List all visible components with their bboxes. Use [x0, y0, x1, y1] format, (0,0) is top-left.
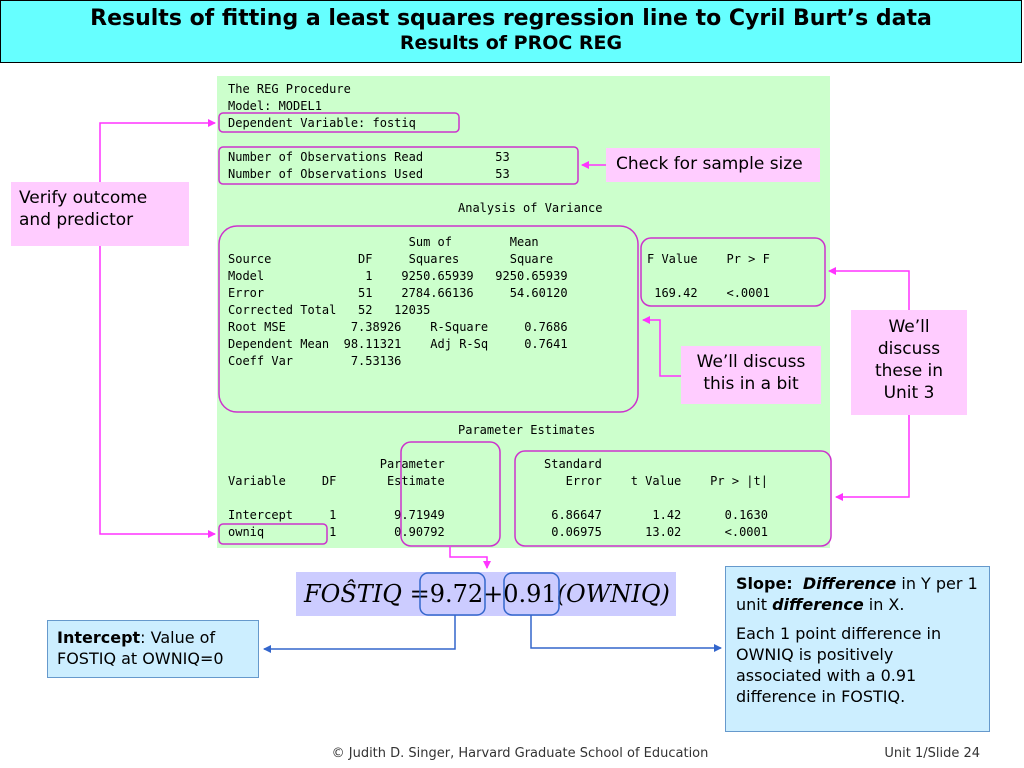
discuss-bit-callout: We’ll discuss this in a bit: [681, 346, 821, 404]
equation-predictor: (OWNIQ): [556, 580, 670, 608]
estimate-to-equation-arrow: [449, 546, 491, 569]
title-banner: Results of fitting a least squares regre…: [0, 0, 1022, 63]
verify-arrow-lower: [99, 246, 216, 538]
footer-credit: © Judith D. Singer, Harvard Graduate Sch…: [331, 746, 709, 761]
output-line: Dependent Variable: fostiq: [228, 116, 416, 130]
output-line: Root MSE 7.38926 R-Square 0.7686: [228, 320, 568, 334]
output-line: Error t Value Pr > |t|: [544, 474, 768, 488]
highlight-observations: [218, 146, 579, 185]
verify-callout: Verify outcome and predictor: [11, 182, 189, 246]
slope-highlight: [503, 572, 560, 616]
slope-word-difference: Difference: [802, 574, 897, 593]
slide-number: Unit 1/Slide 24: [884, 746, 980, 761]
highlight-std-error-t: [514, 450, 832, 547]
slide-title: Results of fitting a least squares regre…: [90, 6, 932, 31]
output-line: Source DF Squares Square: [228, 252, 554, 266]
intercept-label: Intercept: [57, 628, 141, 647]
output-line: 0.06975 13.02 <.0001: [544, 525, 768, 539]
parameter-estimates-title: Parameter Estimates: [458, 423, 596, 437]
parameter-estimates-right: Standard Error t Value Pr > |t| 6.86647 …: [544, 456, 768, 541]
highlight-f-test: [640, 237, 826, 307]
highlight-dependent-variable: [218, 112, 460, 133]
anova-title: Analysis of Variance: [458, 201, 603, 215]
verify-arrow-upper: [99, 119, 216, 182]
output-line: Parameter: [228, 457, 445, 471]
output-line: Corrected Total 52 12035: [228, 303, 431, 317]
equation-intercept: 9.72: [429, 580, 484, 608]
discuss-bit-arrow: [642, 316, 681, 377]
output-line: Standard: [544, 457, 602, 471]
intercept-note-arrow: [263, 615, 456, 653]
intercept-note: Intercept: Value of FOSTIQ at OWNIQ=0: [47, 620, 259, 678]
slope-text: in Y per 1 unit: [736, 574, 978, 614]
slope-label: Slope:: [736, 574, 793, 593]
discuss-unit3-callout: We’ll discuss these in Unit 3: [851, 310, 967, 415]
slope-word-difference-2: difference: [772, 595, 864, 614]
output-line: 169.42 <.0001: [647, 286, 770, 300]
output-line: Model 1 9250.65939 9250.65939: [228, 269, 568, 283]
output-line: 6.86647 1.42 0.1630: [544, 508, 768, 522]
intercept-highlight: [419, 572, 486, 616]
highlight-owniq: [218, 523, 328, 545]
output-line: F Value Pr > F: [647, 252, 770, 266]
output-line: Number of Observations Used 53: [228, 167, 510, 181]
unit3-arrow-upper: [828, 267, 910, 310]
slope-note-arrow: [530, 615, 722, 652]
unit3-arrow-lower: [835, 415, 910, 501]
intercept-text: : Value of FOSTIQ at OWNIQ=0: [57, 628, 224, 668]
output-line: owniq 1 0.90792: [228, 525, 445, 539]
slide-subtitle: Results of PROC REG: [399, 32, 623, 54]
equation-slope: 0.91: [503, 580, 557, 608]
output-line: Intercept 1 9.71949: [228, 508, 445, 522]
output-line: Sum of Mean: [228, 235, 539, 249]
output-line: Dependent Mean 98.11321 Adj R-Sq 0.7641: [228, 337, 568, 351]
slope-text-end: in X.: [863, 595, 905, 614]
sample-size-callout: Check for sample size: [606, 148, 820, 182]
output-line: The REG Procedure: [228, 82, 351, 96]
highlight-parameter-estimate: [400, 441, 501, 547]
f-test-columns: F Value Pr > F 169.42 <.0001: [647, 251, 770, 302]
highlight-anova: [218, 225, 639, 413]
output-line: Coeff Var 7.53136: [228, 354, 402, 368]
slope-note: Slope: Difference in Y per 1 unit differ…: [725, 566, 990, 732]
equation-plus: +: [483, 580, 504, 608]
slope-explanation: Each 1 point difference in OWNIQ is posi…: [736, 624, 942, 706]
output-line: Number of Observations Read 53: [228, 150, 510, 164]
equation-lhs: FOŜTIQ: [304, 580, 402, 608]
observation-counts: Number of Observations Read 53 Number of …: [228, 149, 510, 183]
output-line: Error 51 2784.66136 54.60120: [228, 286, 568, 300]
output-line: Model: MODEL1: [228, 99, 322, 113]
